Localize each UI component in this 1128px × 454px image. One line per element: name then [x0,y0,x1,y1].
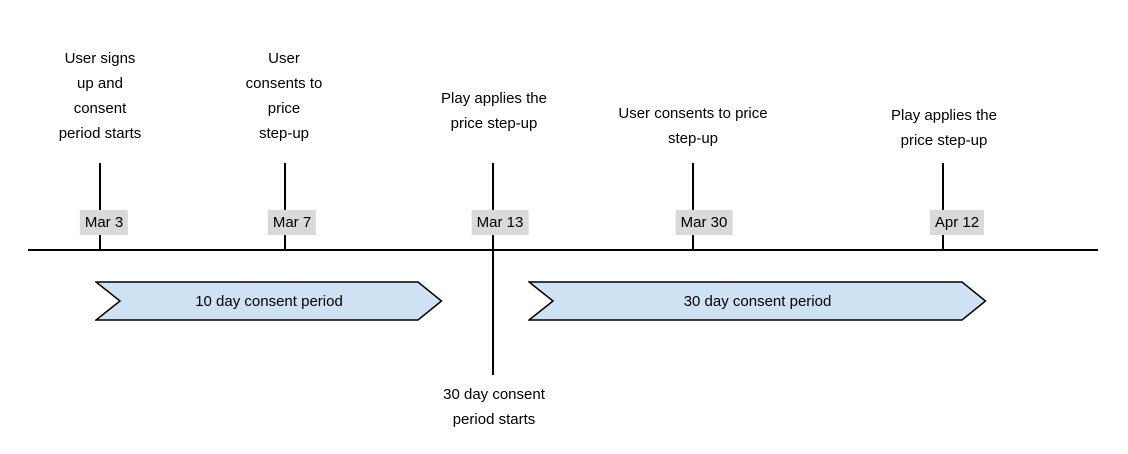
event-label-second-stepup-applied: Play applies the price step-up [891,107,997,149]
event-label-first-stepup-applied: Play applies the price step-up [441,90,547,132]
consent-period-banner-10day: 10 day consent period [95,281,443,321]
date-label-mar13: Mar 13 [471,210,529,235]
event-label-signup: User signs up and consent period starts [58,50,142,142]
event-label-second-consent: User consents to price step-up [618,105,768,147]
tick-line-mar30 [692,163,694,251]
tick-line-mar3 [99,163,101,251]
consent-period-label-10day: 10 day consent period [195,292,343,310]
date-label-apr12: Apr 12 [929,210,985,235]
tick-line-apr12 [942,163,944,251]
date-label-mar7: Mar 7 [267,210,317,235]
arrow-banner-shape [95,281,443,321]
arrow-banner-shape [528,281,987,321]
tick-line-mar7 [284,163,286,251]
tick-line-mar13 [492,163,494,375]
consent-period-label-30day: 30 day consent period [683,292,832,310]
consent-period-banner-30day: 30 day consent period [528,281,987,321]
timeline-axis [28,249,1098,251]
event-label-first-consent: User consents to price step-up [245,50,323,142]
note-30day-period-starts: 30 day consent period starts [443,386,545,428]
date-label-mar3: Mar 3 [79,210,129,235]
date-label-mar30: Mar 30 [675,210,733,235]
